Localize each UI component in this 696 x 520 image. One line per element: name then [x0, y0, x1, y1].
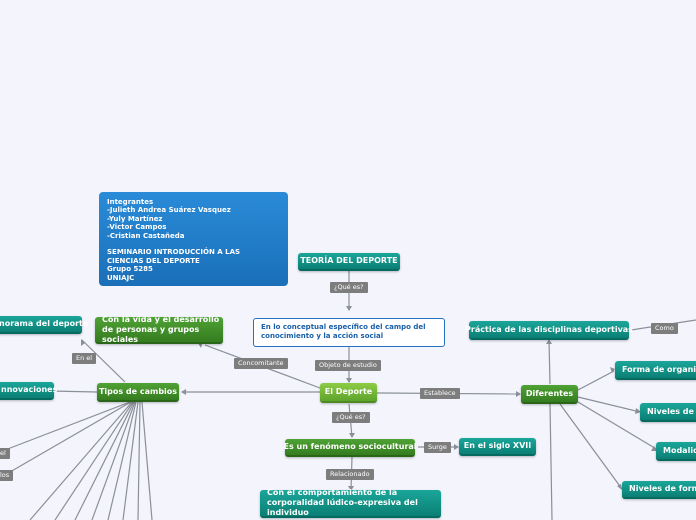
label-objeto-estudio: Objeto de estudio: [315, 360, 381, 371]
label-en-el: En el: [72, 353, 97, 364]
innovaciones-node[interactable]: nnovaciones: [0, 382, 57, 400]
comportamiento-corporalidad-node[interactable]: Con el comportamiento de la corporalidad…: [260, 488, 441, 518]
label-surge: Surge: [424, 442, 451, 453]
fenomeno-sociocultural-node[interactable]: Es un fenómeno sociocultural: [283, 439, 417, 457]
label-concomitante: Concomitante: [234, 358, 288, 369]
niveles-re-node[interactable]: Niveles de re: [640, 403, 696, 422]
diferentes-node[interactable]: Diferentes: [521, 385, 578, 404]
label-como: Como: [651, 323, 678, 334]
label-relacionado: Relacionado: [326, 469, 374, 480]
panorama-deporte-node[interactable]: norama del deporte: [0, 316, 88, 334]
teoria-del-deporte-node[interactable]: TEORÍA DEL DEPORTE: [298, 253, 400, 271]
label-establece: Establece: [420, 388, 460, 399]
modalidad-node[interactable]: Modalida: [656, 442, 696, 461]
vida-desarrollo-node[interactable]: Con la vida y el desarrollo de personas …: [95, 315, 223, 344]
el-deporte-central-node[interactable]: El Deporte: [320, 383, 377, 403]
practica-disciplinas-node[interactable]: Práctica de las disciplinas deportivas: [465, 321, 633, 340]
label-que-es-2: ¿Qué es?: [332, 412, 370, 423]
tipos-de-cambios-node[interactable]: Tipos de cambios: [97, 383, 179, 402]
label-que-es-1: ¿Qué es?: [330, 282, 368, 293]
label-los: los: [0, 470, 14, 481]
label-el: el: [0, 448, 10, 459]
conceptual-node[interactable]: En lo conceptual específico del campo de…: [253, 318, 445, 347]
siglo-xvii-node[interactable]: En el siglo XVII: [459, 438, 536, 456]
niveles-formacion-node[interactable]: Niveles de forma: [622, 481, 696, 499]
forma-organizacion-node[interactable]: Forma de organiza: [615, 361, 696, 380]
team-info-box[interactable]: Integrantes -Julieth Andrea Suárez Vasqu…: [99, 192, 288, 286]
